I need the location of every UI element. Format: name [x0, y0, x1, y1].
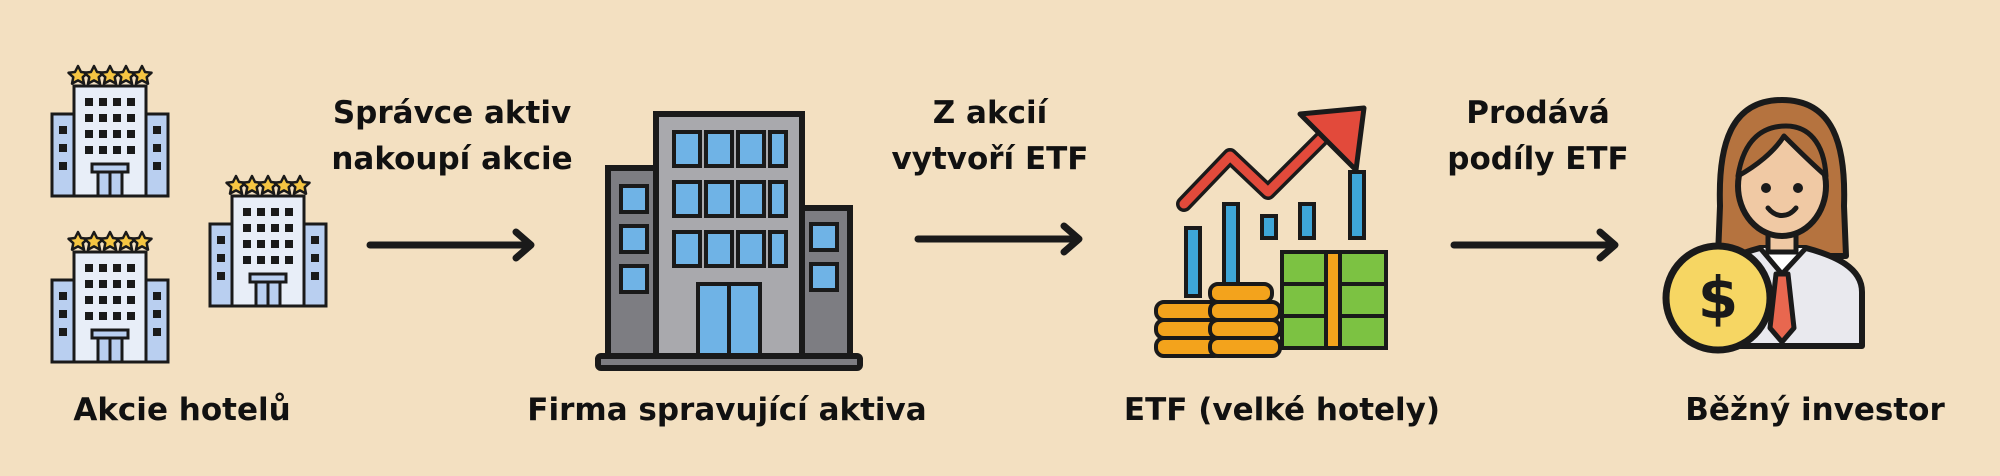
arrow-right-icon: [1450, 228, 1619, 262]
arrow-right-icon: [914, 222, 1083, 256]
step-caption-line: Prodává: [1466, 95, 1610, 131]
office-building-icon: [595, 111, 863, 371]
step-caption-sell-shares: Prodává podíly ETF: [1447, 90, 1628, 182]
node-label-asset-manager: Firma spravující aktiva: [527, 392, 927, 428]
node-label-investor: Běžný investor: [1685, 392, 1945, 428]
node-label-etf: ETF (velké hotely): [1123, 392, 1441, 428]
step-caption-line: vytvoří ETF: [891, 141, 1089, 177]
svg-text:$: $: [1698, 264, 1738, 332]
node-label-hotel-stocks: Akcie hotelů: [73, 392, 291, 428]
step-caption-line: podíly ETF: [1447, 141, 1629, 177]
hotel-buildings-icon: [50, 64, 328, 364]
step-caption-create-etf: Z akcií vytvoří ETF: [892, 90, 1089, 182]
step-caption-line: Správce aktiv: [332, 95, 572, 131]
step-caption-line: Z akcií: [932, 95, 1048, 131]
step-caption-buy-shares: Správce aktiv nakoupí akcie: [331, 90, 572, 182]
investor-woman-dollar-icon: $: [1662, 97, 1865, 354]
step-caption-line: nakoupí akcie: [331, 141, 573, 177]
arrow-right-icon: [366, 228, 535, 262]
growth-chart-money-icon: [1154, 105, 1388, 358]
